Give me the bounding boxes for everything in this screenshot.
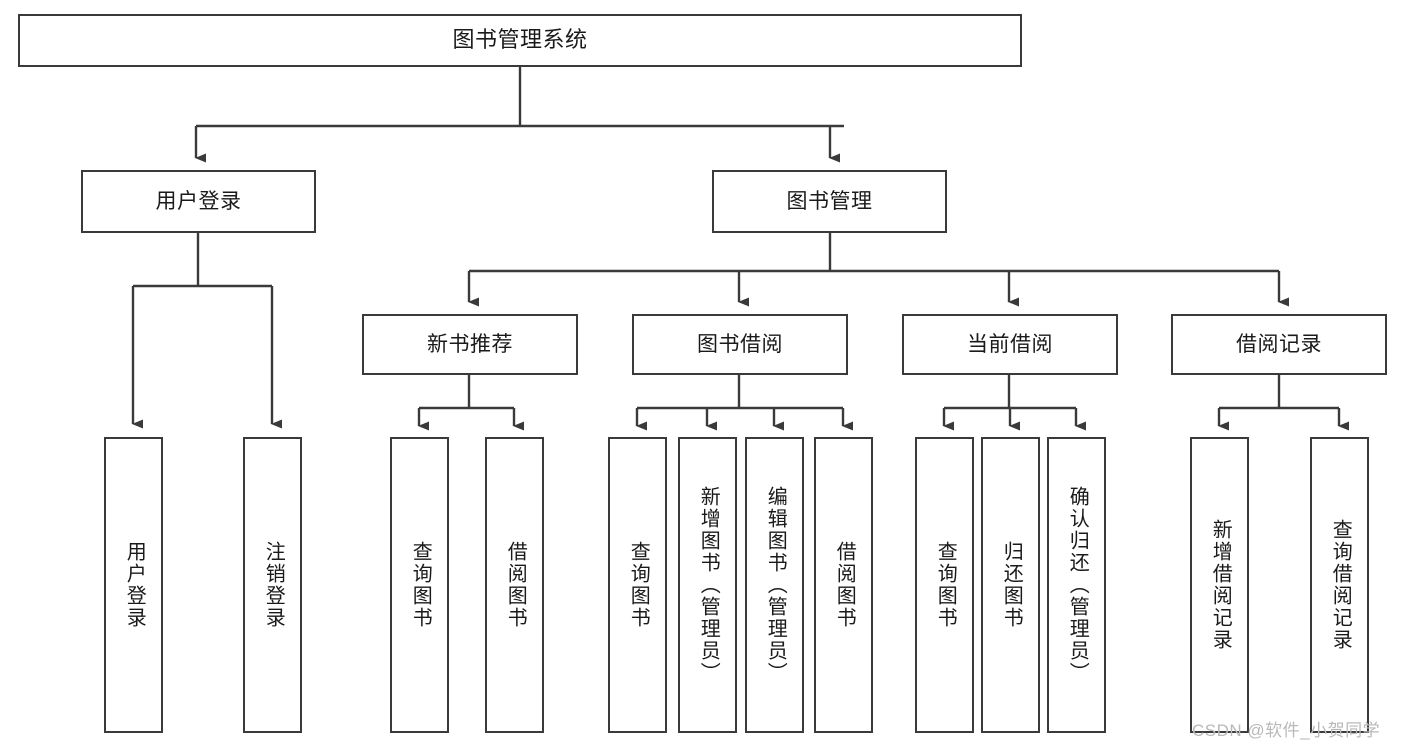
node-leaf-return-book-label: 归还图书 <box>1000 541 1023 629</box>
node-leaf-confirm-return-label: 确认归还（管理员） <box>1066 486 1089 684</box>
node-leaf-confirm-return[interactable]: 确认归还（管理员） <box>1047 437 1106 733</box>
node-leaf-edit-book[interactable]: 编辑图书（管理员） <box>745 437 804 733</box>
node-leaf-add-record-label: 新增借阅记录 <box>1209 519 1232 651</box>
node-leaf-query-book-3[interactable]: 查询图书 <box>915 437 974 733</box>
node-root-system-label: 图书管理系统 <box>452 27 588 53</box>
node-new-book-recommend-label: 新书推荐 <box>427 332 513 356</box>
node-leaf-logout[interactable]: 注销登录 <box>243 437 302 733</box>
csdn-watermark: CSDN @软件_小贺同学 <box>1192 721 1381 740</box>
node-leaf-logout-label: 注销登录 <box>262 541 285 629</box>
node-leaf-add-book-label: 新增图书（管理员） <box>697 486 720 684</box>
node-leaf-query-book-2[interactable]: 查询图书 <box>608 437 667 733</box>
node-current-borrow[interactable]: 当前借阅 <box>902 314 1118 375</box>
node-new-book-recommend[interactable]: 新书推荐 <box>362 314 578 375</box>
node-borrow-record-label: 借阅记录 <box>1236 332 1322 356</box>
node-leaf-borrow-book-2[interactable]: 借阅图书 <box>814 437 873 733</box>
node-user-login[interactable]: 用户登录 <box>81 170 316 233</box>
node-borrow-record[interactable]: 借阅记录 <box>1171 314 1387 375</box>
node-leaf-return-book[interactable]: 归还图书 <box>981 437 1040 733</box>
node-leaf-borrow-book-1[interactable]: 借阅图书 <box>485 437 544 733</box>
node-leaf-edit-book-label: 编辑图书（管理员） <box>764 486 787 684</box>
node-user-login-label: 用户登录 <box>155 189 242 213</box>
node-book-management-label: 图书管理 <box>786 189 873 213</box>
node-root-system[interactable]: 图书管理系统 <box>18 14 1022 67</box>
node-leaf-borrow-book-1-label: 借阅图书 <box>504 541 527 629</box>
node-leaf-query-book-1[interactable]: 查询图书 <box>390 437 449 733</box>
node-book-borrow[interactable]: 图书借阅 <box>632 314 848 375</box>
node-leaf-query-book-1-label: 查询图书 <box>409 541 432 629</box>
node-leaf-add-record[interactable]: 新增借阅记录 <box>1190 437 1249 733</box>
node-leaf-add-book[interactable]: 新增图书（管理员） <box>678 437 737 733</box>
node-leaf-query-book-2-label: 查询图书 <box>627 541 650 629</box>
node-current-borrow-label: 当前借阅 <box>967 332 1053 356</box>
node-leaf-borrow-book-2-label: 借阅图书 <box>833 541 856 629</box>
node-leaf-query-record-label: 查询借阅记录 <box>1329 519 1352 651</box>
node-leaf-query-book-3-label: 查询图书 <box>934 541 957 629</box>
node-leaf-user-login[interactable]: 用户登录 <box>104 437 163 733</box>
node-book-management[interactable]: 图书管理 <box>712 170 947 233</box>
node-book-borrow-label: 图书借阅 <box>697 332 783 356</box>
node-leaf-query-record[interactable]: 查询借阅记录 <box>1310 437 1369 733</box>
node-leaf-user-login-label: 用户登录 <box>123 541 146 629</box>
